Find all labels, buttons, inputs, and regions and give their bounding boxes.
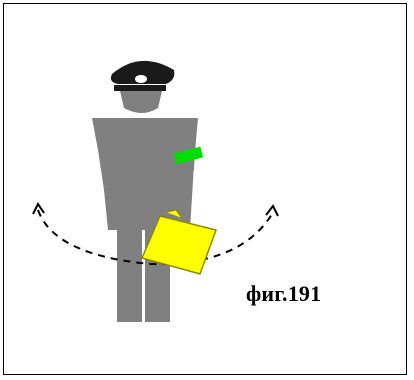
torso bbox=[92, 118, 198, 230]
folder-baton-icon bbox=[140, 209, 217, 275]
figure-frame bbox=[3, 3, 407, 375]
motion-arc bbox=[32, 202, 279, 266]
armband bbox=[173, 146, 204, 165]
arrow-left-icon bbox=[32, 202, 45, 215]
left-leg bbox=[117, 228, 142, 322]
figure-caption: фиг.191 bbox=[246, 281, 322, 306]
cap-badge-icon bbox=[135, 75, 147, 83]
head bbox=[120, 91, 162, 113]
cap-icon bbox=[110, 60, 175, 91]
arrow-right-icon bbox=[265, 204, 279, 217]
